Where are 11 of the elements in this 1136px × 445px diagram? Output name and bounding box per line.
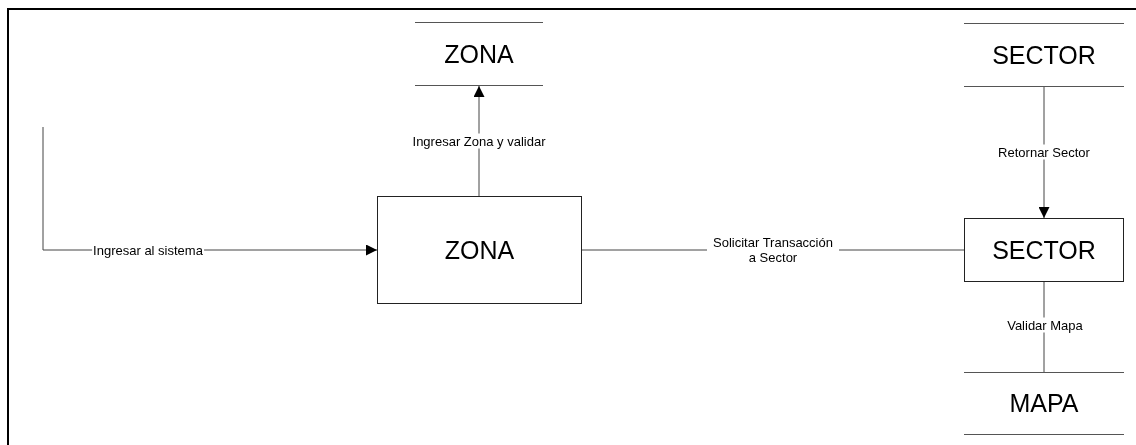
data-store: MAPA [964, 372, 1124, 435]
arrow [1038, 86, 1050, 219]
data-store: ZONA [415, 22, 543, 86]
process-box: SECTOR [964, 218, 1124, 282]
data-store: SECTOR [964, 23, 1124, 87]
edge-label: Retornar Sector [997, 144, 1091, 160]
edge-label: Solicitar Transacción a Sector [707, 235, 839, 265]
edge-label: Ingresar Zona y validar [411, 133, 547, 149]
edge-label: Validar Mapa [1006, 317, 1084, 333]
process-box: ZONA [377, 196, 582, 304]
connector-line [1043, 281, 1045, 373]
